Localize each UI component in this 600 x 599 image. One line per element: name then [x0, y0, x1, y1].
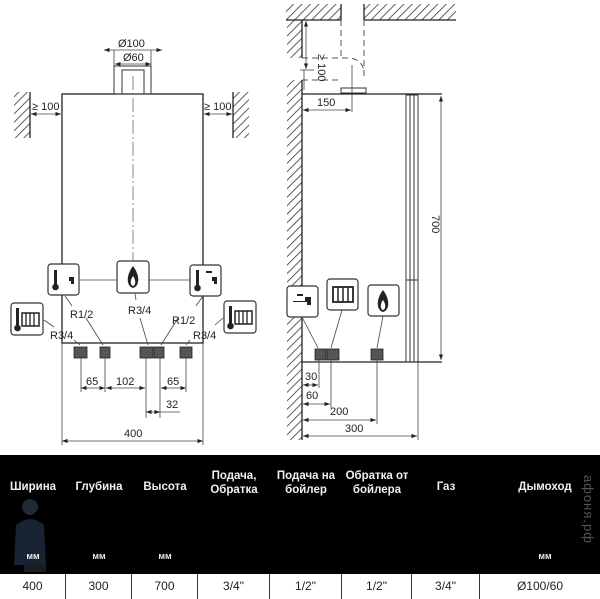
installation-drawing: Ø100 Ø60 ≥ 100 ≥ 100: [10, 4, 456, 445]
gas-flame-icon-front: [116, 260, 150, 294]
spec-table-header: Ширина Глубина Высота Подача, Обратка По…: [0, 455, 600, 572]
r-left-low-label: R3/4: [50, 330, 73, 342]
r-right-low-label: R3/4: [193, 330, 216, 342]
width-400-label: 400: [124, 428, 142, 440]
header-boiler-supply: Подача на бойлер: [276, 470, 336, 496]
connector: [179, 346, 193, 359]
r-left-high-label: R1/2: [70, 309, 93, 321]
left-wall-hatch: [14, 92, 30, 138]
header-gas: Газ: [436, 481, 456, 493]
clearance-left-label: ≥ 100: [32, 101, 59, 113]
wall-hatch: [287, 80, 302, 440]
radiator-icon-right: [223, 300, 257, 334]
front-view: Ø100 Ø60 ≥ 100 ≥ 100: [10, 38, 257, 445]
connector: [370, 348, 384, 361]
spec-values-row: 400 300 700 3/4" 1/2" 1/2" 3/4" Ø100/60: [0, 572, 600, 599]
connector: [139, 346, 154, 359]
r-right-high-label: R1/2: [172, 315, 195, 327]
side-view: ≥ 100 150 700: [286, 4, 456, 440]
value-depth: 300: [66, 574, 132, 599]
gas-flame-icon-side: [367, 284, 400, 317]
depth-300-label: 300: [345, 423, 363, 435]
spec-table: Ширина Глубина Высота Подача, Обратка По…: [0, 455, 600, 599]
ceiling-hatch-right: [364, 4, 456, 20]
watermark: афоня.рф: [581, 475, 596, 544]
unit-width: мм: [26, 551, 40, 561]
height-700-label: 700: [429, 215, 441, 233]
unit-flue: мм: [538, 551, 552, 561]
ceiling-hatch-left: [286, 4, 341, 20]
value-height: 700: [132, 574, 198, 599]
right-wall-hatch: [233, 92, 249, 138]
value-flue: Ø100/60: [516, 579, 564, 593]
unit-height: мм: [158, 551, 172, 561]
value-supply-return: 3/4": [198, 574, 270, 599]
header-width: Ширина: [9, 481, 57, 493]
header-depth: Глубина: [75, 481, 123, 493]
connector: [99, 346, 111, 359]
r-center-label: R3/4: [128, 305, 151, 317]
header-height: Высота: [143, 481, 187, 493]
radiator-icon-side: [326, 278, 359, 311]
flue-outer-label: Ø100: [118, 38, 145, 50]
offset-200: 200: [330, 406, 348, 418]
offset-60: 60: [306, 390, 318, 402]
clearance-right-label: ≥ 100: [204, 101, 231, 113]
unit-depth: мм: [92, 551, 106, 561]
boiler-side-panel: [405, 94, 419, 363]
water-tap-icon-side: [286, 285, 319, 318]
top-clearance-label: ≥ 100: [315, 54, 327, 81]
value-boiler-supply: 1/2": [270, 574, 342, 599]
header-boiler-return: Обратка от бойлера: [345, 470, 409, 496]
connector: [326, 348, 340, 361]
spacing-102: 102: [116, 376, 134, 388]
offset-30: 30: [305, 371, 317, 383]
value-gas: 3/4": [412, 574, 480, 599]
value-boiler-return: 1/2": [342, 574, 412, 599]
spacing-32: 32: [166, 399, 178, 411]
header-supply-return: Подача, Обратка: [210, 470, 258, 496]
radiator-icon-left: [10, 302, 44, 336]
flue-inner-label: Ø60: [123, 52, 144, 64]
connector: [314, 348, 327, 361]
connector: [73, 346, 88, 359]
spacing-65-left: 65: [86, 376, 98, 388]
hot-water-icon-left: [47, 263, 80, 296]
header-flue: Дымоход: [518, 481, 572, 493]
value-width: 400: [0, 574, 66, 599]
spacing-65-right: 65: [167, 376, 179, 388]
wall-hatch-top: [287, 20, 302, 58]
flue-offset-150: 150: [317, 97, 335, 109]
hot-water-icon-right: [189, 264, 222, 297]
connector: [153, 346, 165, 359]
